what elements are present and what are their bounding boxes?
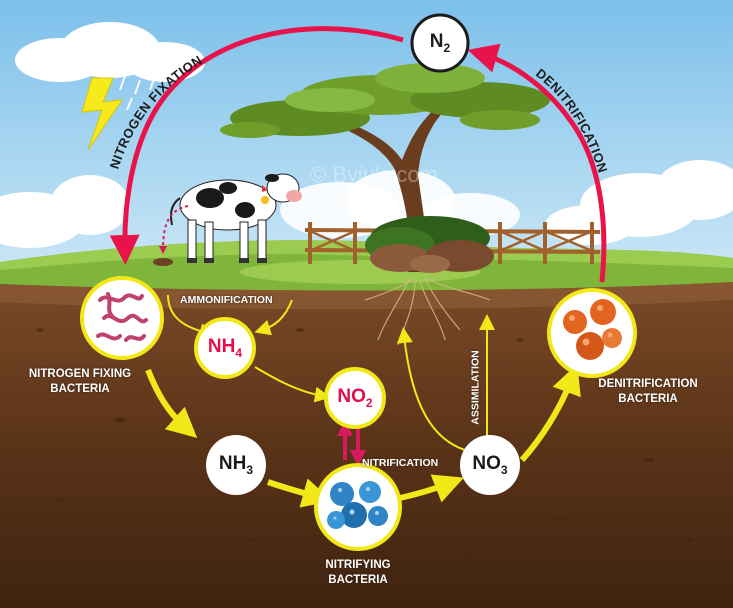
- nitrification-label: NITRIFICATION: [362, 457, 439, 469]
- arrow-nh3-to-nitrifying: [267, 478, 333, 508]
- n2-circle: [410, 13, 470, 73]
- ammonification-label: AMMONIFICATION: [180, 294, 273, 306]
- tree: [220, 63, 550, 273]
- n2-sub: 2: [443, 40, 451, 55]
- nitrifying-bacteria-label: NITRIFYING BACTERIA: [300, 558, 416, 588]
- flow-arrows: [145, 294, 581, 508]
- denitrification-bacteria-line1: DENITRIFICATION: [598, 378, 698, 390]
- no3-label: NO3: [460, 453, 520, 477]
- arrow-ground-to-nh4: [254, 299, 293, 336]
- no2-base: NO: [337, 386, 366, 407]
- assimilation-label: ASSIMILATION: [469, 350, 482, 425]
- fixing-bacteria-line1: NITROGEN FIXING: [28, 368, 132, 380]
- nitrifying-bacteria-icon: [327, 481, 388, 529]
- no3-circle: [460, 435, 520, 495]
- denitrification-bacteria-icon: [563, 299, 622, 360]
- nh3-sub: 3: [246, 462, 254, 477]
- denitrification-arc: [467, 43, 607, 283]
- no3-sub: 3: [500, 462, 508, 477]
- nh3-label: NH3: [206, 453, 266, 477]
- arrow-fixing-to-nh3: [145, 368, 198, 438]
- n2-base: N: [429, 31, 444, 52]
- cow-dung: [153, 258, 173, 266]
- nitrifying-bacteria-line2: BACTERIA: [328, 574, 388, 586]
- cow: [170, 173, 302, 263]
- arrow-no3-to-denitrification: [519, 363, 581, 463]
- nh4-base: NH: [207, 336, 236, 357]
- arrow-no3-to-roots: [396, 327, 466, 451]
- no2-circle: [324, 367, 386, 429]
- denitrification-bacteria-label: DENITRIFICATION BACTERIA: [578, 377, 718, 407]
- soil-specks: [36, 328, 694, 562]
- dung-arrow: [159, 205, 189, 254]
- no3-base: NO: [472, 453, 501, 474]
- nh4-circle: [194, 317, 256, 379]
- arrow-nh4-to-no2: [254, 366, 331, 403]
- nh3-base: NH: [218, 453, 247, 474]
- fixing-bacteria-circle: [80, 276, 164, 360]
- nh4-sub: 4: [235, 345, 243, 360]
- n2-label: N2: [412, 31, 468, 55]
- lightning-bolt-icon: [81, 77, 124, 151]
- nitrifying-bacteria-line1: NITRIFYING: [325, 559, 391, 571]
- no2-nitrifying-exchange: [337, 420, 366, 466]
- fixing-bacteria-label: NITROGEN FIXING BACTERIA: [10, 367, 150, 397]
- soil: [0, 282, 733, 608]
- nitrogen-fixation-arc: [109, 26, 404, 265]
- nh4-label: NH4: [195, 336, 255, 360]
- nh3-circle: [206, 435, 266, 495]
- denitrification-bacteria-line2: BACTERIA: [618, 393, 678, 405]
- arrow-nitrifying-to-no3: [399, 474, 464, 503]
- nitrogen-fixing-bacteria-icon: [96, 292, 148, 342]
- no2-label: NO2: [325, 386, 385, 410]
- no2-sub: 2: [365, 395, 373, 410]
- watermark: © Byju's.com: [310, 162, 438, 187]
- fixing-bacteria-line2: BACTERIA: [50, 383, 110, 395]
